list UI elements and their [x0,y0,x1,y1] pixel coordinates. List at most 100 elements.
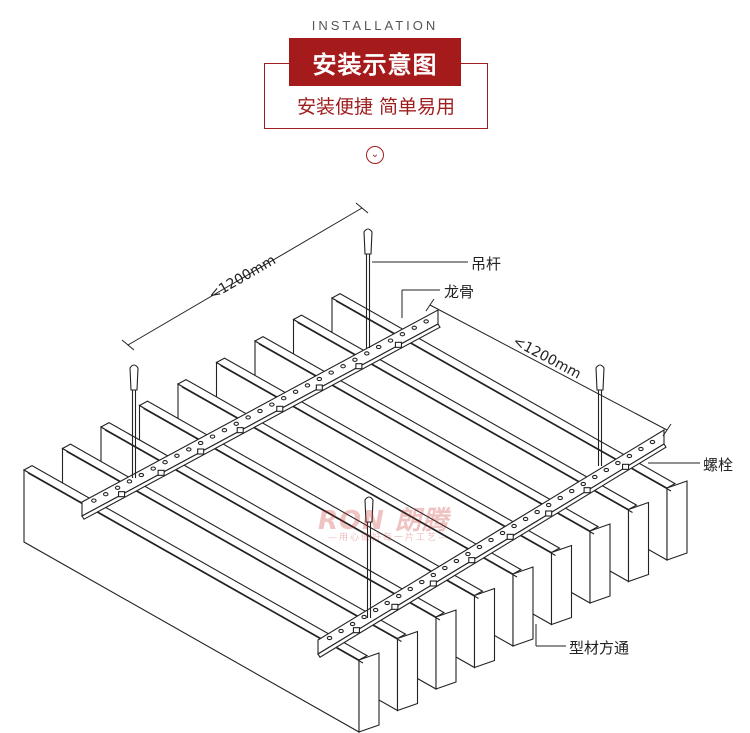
watermark-tagline: —用心做好每一片工艺— [328,533,450,543]
keel-hole [407,586,414,592]
keel-hole [372,607,379,613]
bolt-icon [391,603,399,610]
label-hanger-rod: 吊杆 [471,255,502,273]
keel-hole [626,453,633,459]
keel-hole [126,479,133,484]
keel-hole [209,434,216,439]
hanger-rods [129,228,605,618]
profile-tube-top [253,335,600,532]
keel-hole [138,472,145,478]
page-title: 安装示意图 [289,38,461,86]
keel-hole [316,376,323,382]
profile-tubes [22,292,688,733]
keel-hole [603,467,610,473]
profile-tube-top [138,400,484,597]
bolt-icon [352,627,360,634]
keels [81,309,667,658]
keel-hole [384,600,390,606]
hanger-rod-head [363,228,373,255]
bolt-icon [355,363,363,370]
keel-hole [387,338,394,343]
profile-tube-top [61,443,407,640]
keel-hole [395,593,402,599]
keel-hole [638,446,644,452]
hanger-rod-head [595,364,605,391]
keel-hole [545,502,552,508]
keel-hole [292,389,299,394]
profile-tube-end [358,652,380,733]
keel-hole [442,565,448,571]
bolt-icon [315,384,323,391]
keel-hole [150,466,156,471]
profile-tube-top [330,292,677,489]
profile-tube-top [99,421,446,618]
label-profile-tube: 型材方通 [569,639,630,657]
dimension-right-label: <1200mm [510,333,583,382]
keel-hole [430,572,437,578]
keel-hole [453,558,460,564]
keel-hole [649,439,656,445]
keel-hole [465,551,471,557]
keel-hole [233,421,240,426]
keel-hole [338,628,344,634]
keel-hole [304,383,311,388]
keel-hole [269,402,275,407]
keel-hole [349,621,356,627]
keel-hole [557,495,563,501]
profile-tube-end [627,501,650,583]
keel-hole [592,474,598,480]
dimension-left [121,202,369,351]
profile-tube-end [435,609,457,690]
profile-tube-top [22,464,369,661]
keel-hole [511,523,517,529]
keel-hole [499,530,506,536]
keel-hole [476,544,483,550]
profile-tube-end [550,544,573,626]
keel-hole [102,492,109,497]
keel-hole [375,344,382,350]
keel-hole [114,485,121,490]
profile-tube-top [215,357,561,554]
keel-hole [197,440,204,446]
hanger-rod-head [129,364,139,391]
profile-tube-groove [258,343,595,535]
keel-hole [361,614,367,620]
keel-hole [411,325,418,330]
hanger-rod-head [364,496,374,523]
bolt-icon [506,533,514,540]
keel-hole [340,364,346,369]
keel-hole [423,319,429,324]
keel-hole [221,428,228,433]
bolt-icon [197,448,205,455]
keel-hole [534,509,540,515]
keel-hole [280,396,287,401]
keel-hole [399,332,406,337]
keel-hole [91,498,97,503]
keel-hole [615,460,621,466]
keel-hole [580,481,587,487]
bolt-icon [118,491,126,498]
bolt-icon [583,487,591,494]
bolt-icon [545,510,553,517]
profile-tube-end [473,587,496,669]
keel-hole [162,460,168,465]
keel-hole [174,453,180,458]
label-keel: 龙骨 [444,283,475,301]
dimension-left-label: <1200mm [206,252,279,303]
bolt-icon [429,580,437,587]
bolt-icon [394,341,402,348]
chevron-down-icon[interactable]: ⌄ [366,146,384,164]
profile-tube-top [292,314,638,511]
keel-hole [522,516,529,522]
bolt-icon [276,405,284,412]
keel-hole [257,408,263,414]
dimension-right [425,298,672,437]
profile-tube-end [666,480,688,561]
installation-kicker: INSTALLATION [311,18,439,33]
keel-hole [488,537,494,543]
keel-hole [328,370,334,375]
profile-tube-top [176,378,523,575]
keel-hole [419,579,425,585]
keel-hole [186,447,192,452]
